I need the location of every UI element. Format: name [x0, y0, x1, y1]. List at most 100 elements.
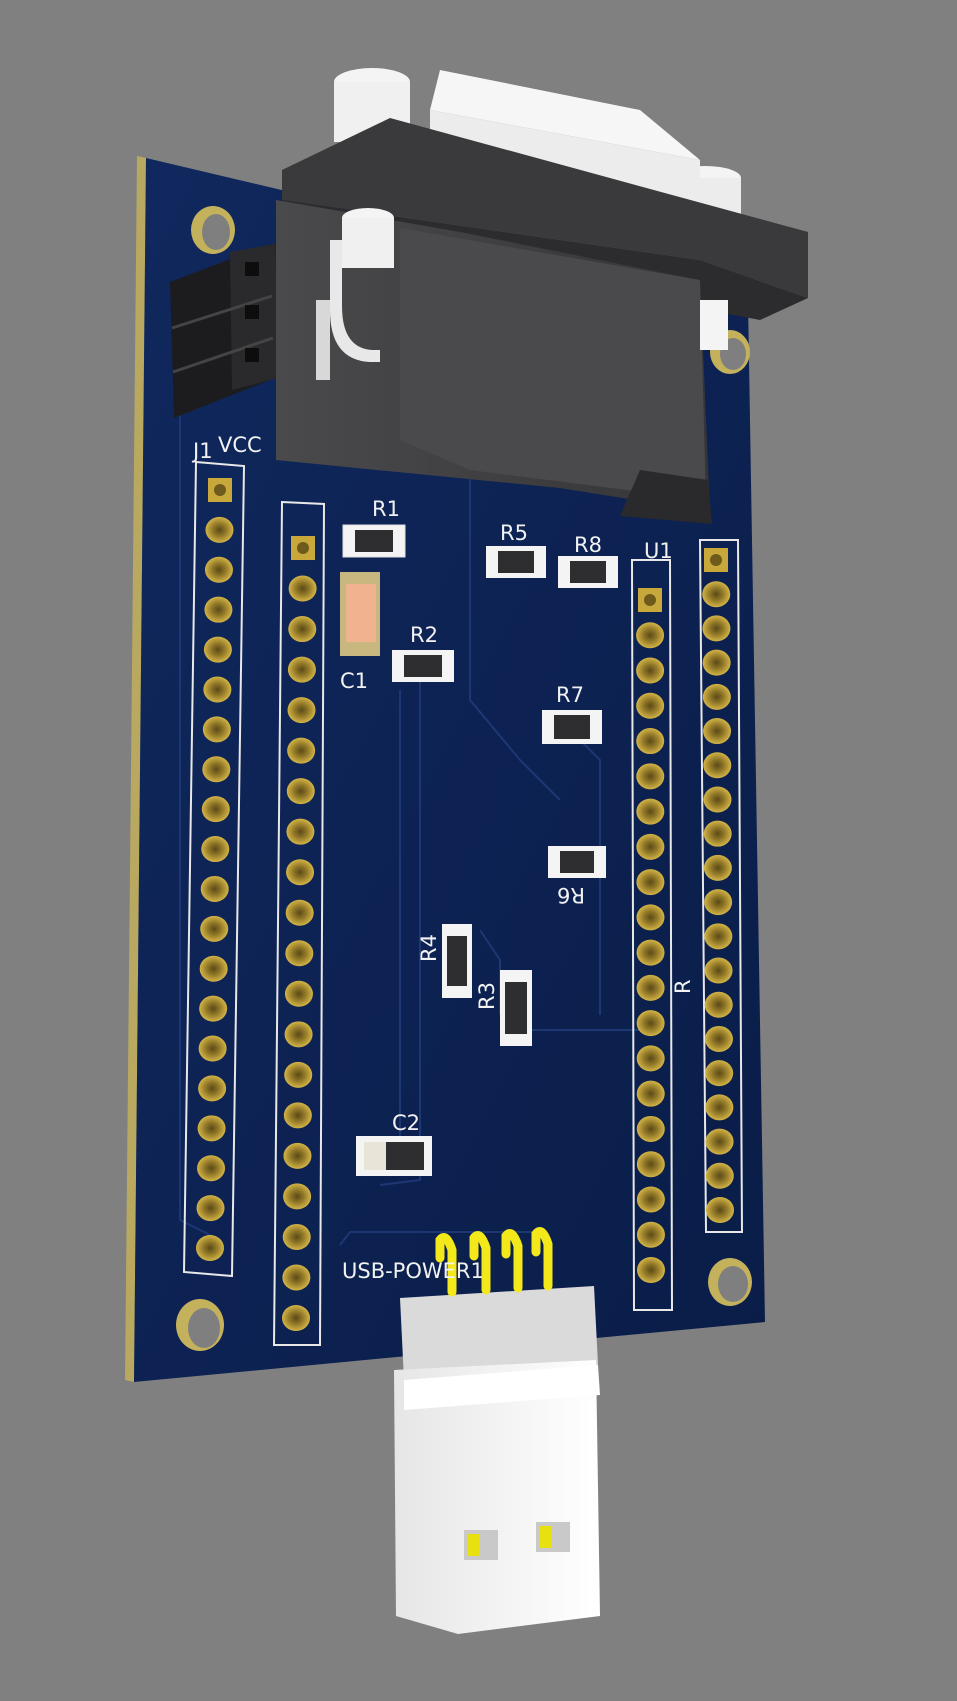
- header-pad: [286, 818, 315, 845]
- header-pad: [200, 875, 229, 902]
- mounting-holes: [176, 206, 752, 1351]
- capacitor-c1: [340, 572, 380, 656]
- header-pad: [198, 1035, 227, 1062]
- header-pad: [704, 991, 733, 1018]
- header-pad: [636, 1221, 665, 1248]
- header-pad: [284, 1061, 313, 1088]
- header-pad: [636, 798, 665, 825]
- header-pad: [202, 716, 231, 743]
- header-pad: [636, 1080, 665, 1107]
- header-pad: [636, 1045, 665, 1072]
- header-pad: [283, 1142, 312, 1169]
- header-pad: [282, 1223, 311, 1250]
- header-pad: [199, 995, 228, 1022]
- header-pad: [286, 859, 315, 886]
- header-pad: [636, 974, 665, 1001]
- header-pad: [703, 752, 732, 779]
- header-j1: [196, 478, 234, 1261]
- header-pad: [702, 615, 731, 642]
- header-pad: [282, 1305, 310, 1331]
- header-u1: [636, 588, 665, 1283]
- header-pad: [636, 1186, 665, 1213]
- header-pad: [284, 980, 313, 1007]
- header-pad: [702, 649, 731, 676]
- header-pad: [636, 1115, 665, 1142]
- header-pad: [204, 556, 233, 583]
- header-pad: [636, 869, 665, 896]
- label-c2: C2: [392, 1111, 420, 1135]
- header-pad: [636, 939, 665, 966]
- header-j2: [702, 548, 734, 1223]
- label-u1: U1: [644, 539, 673, 563]
- header-pad: [284, 1021, 313, 1048]
- header-pad: [285, 899, 314, 926]
- header-pad: [203, 636, 232, 663]
- header-pad: [198, 1075, 227, 1102]
- silkscreen-labels: J1 VCC R1 R2 C1 R5 R8 U1 R7 C2 USB-POWER…: [191, 433, 695, 1283]
- header-pad: [636, 622, 665, 649]
- header-pad: [285, 940, 314, 967]
- header-pad: [204, 596, 233, 623]
- resistor-r7: [542, 710, 602, 744]
- header-pad: [199, 955, 228, 982]
- header-pad: [704, 889, 733, 916]
- header-pad: [196, 1235, 224, 1261]
- label-r8: R8: [574, 533, 602, 557]
- header-pad: [287, 697, 316, 724]
- resistor-r8: [558, 556, 618, 588]
- silkscreen-outlines: [182, 460, 744, 1346]
- header-pad: [205, 516, 234, 543]
- header-pad: [637, 1257, 665, 1283]
- header-pad-hole: [710, 554, 722, 566]
- resistor-r2: [392, 650, 454, 682]
- header-pad: [288, 575, 317, 602]
- label-c1: C1: [340, 669, 368, 693]
- board-edge: [125, 156, 146, 1382]
- label-r7: R7: [556, 683, 584, 707]
- header-pad: [201, 796, 230, 823]
- header-pad: [636, 657, 665, 684]
- header-pad: [203, 676, 232, 703]
- header-pad-hole: [297, 542, 309, 554]
- header-pad: [703, 854, 732, 881]
- label-r2: R2: [410, 623, 438, 647]
- resistor-r6: [548, 846, 606, 878]
- header-pad: [283, 1102, 312, 1129]
- label-usb-power: USB-POWER1: [342, 1259, 484, 1283]
- label-r1: R1: [372, 497, 400, 521]
- header-pad: [636, 1151, 665, 1178]
- header-pad-hole: [214, 484, 226, 496]
- resistor-r1: [342, 524, 406, 558]
- header-pad: [703, 718, 732, 745]
- header-pad: [287, 656, 316, 683]
- label-vcc: VCC: [218, 433, 262, 457]
- resistor-r3: [500, 970, 532, 1046]
- header-pad: [636, 763, 665, 790]
- header-pad: [636, 692, 665, 719]
- usb-connector: [394, 1227, 600, 1634]
- header-pad: [636, 1010, 665, 1037]
- resistor-r4: [442, 924, 472, 998]
- label-j1: J1: [191, 439, 213, 463]
- header-inner-left: [282, 536, 317, 1331]
- header-pad: [636, 833, 665, 860]
- pin-header-3pin: [170, 244, 278, 418]
- header-pad: [200, 915, 229, 942]
- header-pad: [702, 581, 731, 608]
- header-pad: [288, 616, 317, 643]
- header-pad: [197, 1115, 226, 1142]
- header-pad: [705, 1060, 734, 1087]
- header-pad: [636, 728, 665, 755]
- header-pad: [197, 1155, 226, 1182]
- label-r5: R5: [500, 521, 528, 545]
- header-pad: [704, 1025, 733, 1052]
- header-pad: [702, 683, 731, 710]
- label-r3: R3: [475, 982, 499, 1010]
- db9-connector: [276, 68, 808, 524]
- header-pad: [705, 1128, 734, 1155]
- header-pad: [202, 756, 231, 783]
- label-r-letter: R: [671, 979, 695, 994]
- header-pad: [636, 904, 665, 931]
- resistor-r5: [486, 546, 546, 578]
